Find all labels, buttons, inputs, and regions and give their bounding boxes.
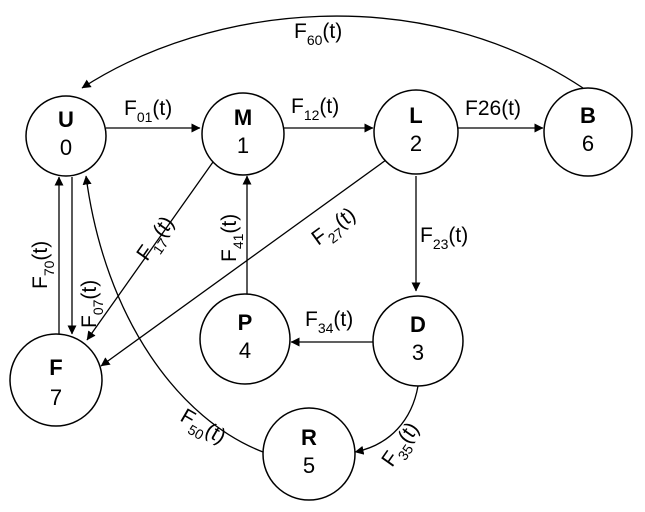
node-d-circle [372, 295, 464, 387]
edge-r-to-u [82, 175, 264, 453]
edge-b-to-u [81, 15, 584, 89]
edge-label-f70: F70(t) [29, 241, 57, 289]
node-r: R 5 [262, 407, 356, 501]
node-p-number: 4 [239, 338, 251, 363]
node-f-name: F [49, 355, 62, 380]
edge-m-to-f [86, 161, 214, 341]
node-l: L 2 [373, 89, 459, 175]
edge-l-to-f [100, 159, 387, 367]
node-p-circle [199, 293, 291, 385]
node-m-number: 1 [237, 133, 249, 158]
node-m-circle [201, 92, 285, 176]
node-d: D 3 [372, 295, 464, 387]
node-d-number: 3 [412, 340, 424, 365]
edge-label-f12: F12(t) [291, 95, 339, 123]
node-b-number: 6 [582, 131, 594, 156]
edge-label-f50: F50(t) [174, 404, 230, 452]
node-p: P 4 [199, 293, 291, 385]
edge-label-f17: F17(t) [132, 212, 183, 268]
node-b: B 6 [543, 87, 633, 177]
node-r-name: R [301, 425, 317, 450]
edges [54, 15, 584, 455]
edge-label-f07: F07(t) [78, 280, 106, 328]
node-p-name: P [238, 310, 253, 335]
edge-label-f34: F34(t) [305, 308, 353, 336]
node-u-circle [25, 95, 107, 177]
node-b-circle [543, 87, 633, 177]
edge-label-f35: F35(t) [377, 418, 428, 474]
edge-label-f23: F23(t) [420, 224, 468, 252]
node-f-number: 7 [50, 385, 62, 410]
node-r-circle [262, 407, 356, 501]
edge-label-f60: F60(t) [294, 20, 342, 48]
node-l-circle [373, 89, 459, 175]
node-f: F 7 [9, 333, 103, 427]
node-u-name: U [58, 107, 74, 132]
node-d-name: D [410, 312, 426, 337]
node-b-name: B [580, 103, 596, 128]
node-u-number: 0 [60, 135, 72, 160]
node-u: U 0 [25, 95, 107, 177]
edge-label-f41: F41(t) [218, 214, 246, 262]
node-m-name: M [234, 105, 252, 130]
node-f-circle [9, 333, 103, 427]
edge-labels: F01(t) F12(t) F26(t) F60(t) F17(t) F27(t… [29, 20, 521, 474]
node-l-number: 2 [410, 131, 422, 156]
edge-label-f01: F01(t) [124, 97, 172, 125]
edge-label-f26: F26(t) [465, 97, 521, 120]
node-l-name: L [409, 103, 422, 128]
node-r-number: 5 [303, 453, 315, 478]
node-m: M 1 [201, 92, 285, 176]
edge-d-to-r [354, 385, 419, 455]
